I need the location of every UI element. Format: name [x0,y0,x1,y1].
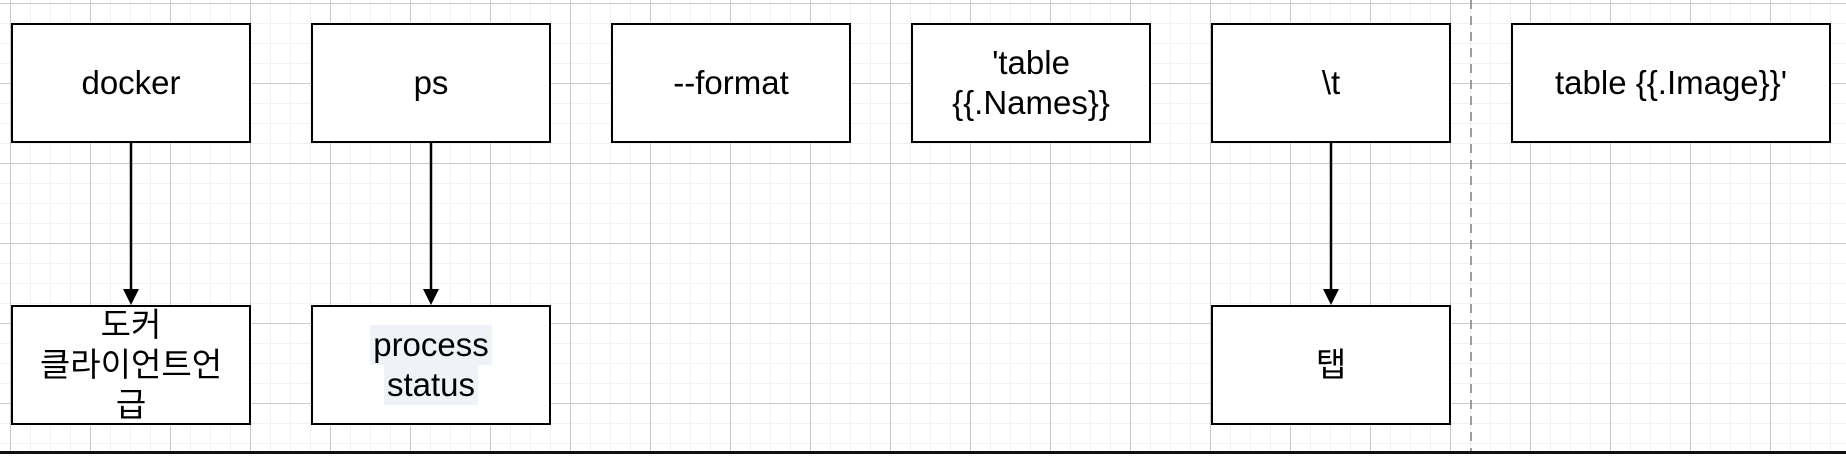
node-label-line: status [383,365,479,405]
node-label-line: 급 [115,386,147,423]
node-table-image[interactable]: table {{.Image}}' [1511,23,1831,143]
node-label: \t [1321,64,1341,101]
node-label-line: {{.Names}} [952,84,1110,121]
node-docker[interactable]: docker [11,23,251,143]
node-label: --format [673,64,789,101]
node-docker-description[interactable]: 도커 클라이언트언 급 [11,305,251,425]
node-label-line: 클라이언트언 [39,346,223,383]
node-label-line: 'table [992,44,1070,81]
node-ps-description[interactable]: process status [311,305,551,425]
node-label: table {{.Image}}' [1555,64,1787,101]
arrow-docker-to-description[interactable] [120,143,142,306]
node-label: docker [81,64,181,101]
node-tab-description[interactable]: 탭 [1211,305,1451,425]
arrow-ps-to-description[interactable] [420,143,442,306]
node-label: ps [413,64,449,101]
node-format-flag[interactable]: --format [611,23,851,143]
below-page-area [0,453,1846,456]
node-ps[interactable]: ps [311,23,551,143]
node-label-line: 도커 [100,306,162,343]
node-label-line: process [370,325,492,365]
arrow-tab-to-description[interactable] [1320,143,1342,306]
node-table-names[interactable]: 'table {{.Names}} [911,23,1151,143]
node-tab-escape[interactable]: \t [1211,23,1451,143]
page-bottom-border [0,451,1846,454]
node-label: 탭 [1315,346,1347,383]
page-break-divider [1470,0,1472,451]
